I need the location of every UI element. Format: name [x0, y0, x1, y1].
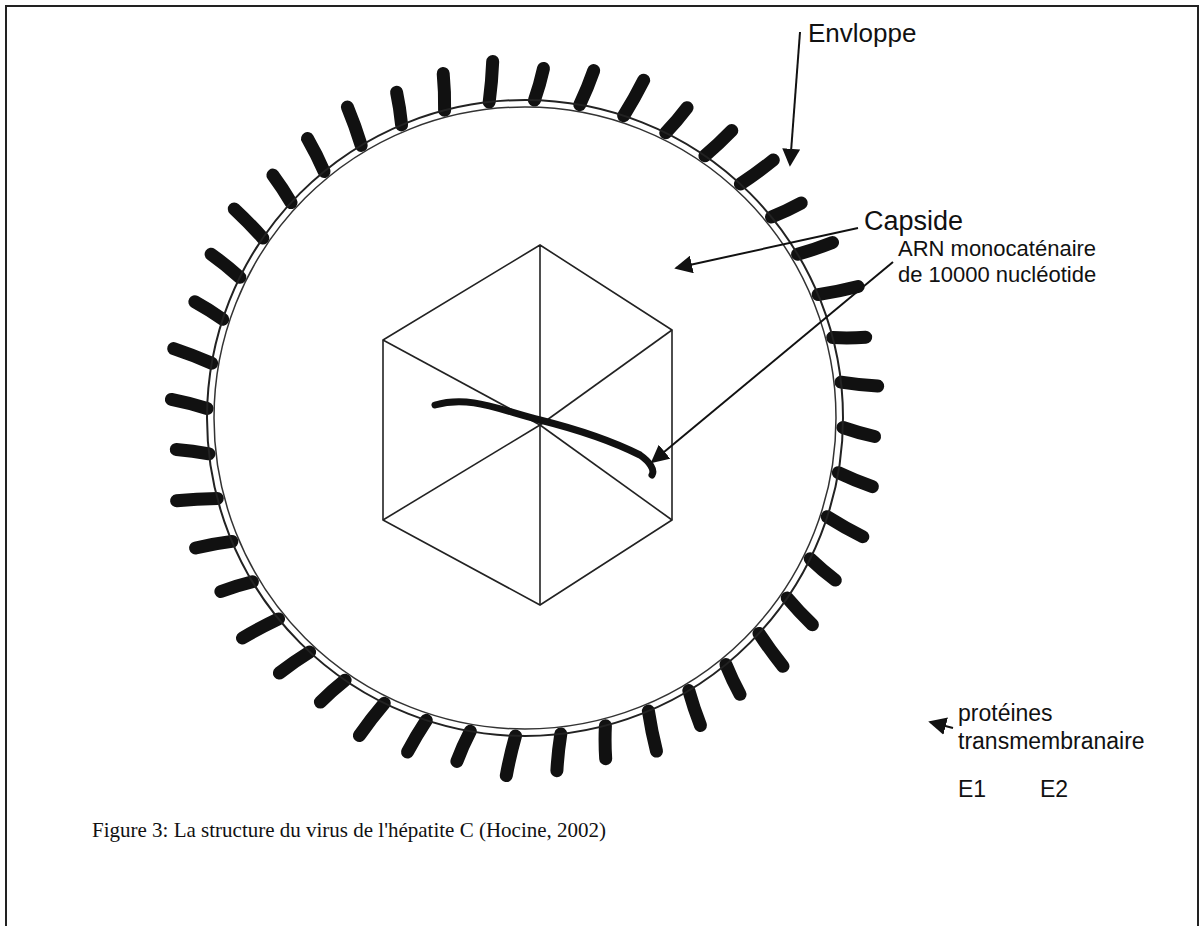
envelope-spike — [818, 287, 858, 295]
envelope-spike — [171, 399, 207, 408]
envelope-spike — [666, 108, 687, 133]
envelope-spike — [279, 652, 309, 673]
envelope-spike — [176, 449, 209, 453]
envelope-spike — [243, 619, 279, 638]
membrane-inner — [214, 107, 836, 729]
envelope-spike — [787, 598, 812, 625]
envelope-spike — [506, 736, 515, 776]
envelope-spike — [624, 80, 644, 116]
figure-caption: Figure 3: La structure du virus de l'hép… — [92, 818, 606, 843]
envelope-spike — [489, 61, 493, 102]
envelope-spike — [397, 92, 402, 125]
envelope-spike — [841, 382, 878, 386]
envelope-spike — [359, 703, 384, 735]
envelope-spike — [211, 254, 240, 277]
envelope-spike — [580, 71, 594, 105]
envelope-spikes — [171, 61, 877, 775]
envelope-spike — [827, 517, 863, 537]
envelope-spike — [221, 582, 253, 592]
envelope-spike — [810, 559, 835, 580]
envelope-spike — [843, 428, 875, 437]
membrane-outer — [207, 100, 843, 736]
protein-label: E2 — [1040, 776, 1068, 804]
part-label: Envloppe — [808, 18, 916, 49]
envelope-spike — [177, 498, 218, 500]
envelope-spike — [689, 691, 701, 726]
envelope-spike — [195, 302, 223, 320]
envelope-spike — [273, 175, 291, 203]
envelope-spike — [234, 209, 262, 238]
envelope-spike — [557, 734, 561, 771]
envelope-spike — [798, 243, 833, 255]
envelope-spike — [726, 665, 740, 695]
envelope-spike — [648, 711, 656, 751]
envelope-spike — [705, 131, 732, 156]
envelope-spike — [174, 349, 212, 364]
envelope-spike — [740, 160, 773, 184]
envelope-spike — [347, 107, 361, 145]
envelope-spike — [196, 541, 232, 548]
envelope-spike — [838, 473, 872, 487]
figure-frame — [5, 5, 1199, 926]
protein-label: E1 — [958, 776, 986, 804]
part-label: Capside — [864, 205, 963, 237]
part-label: protéines transmembranaire — [958, 700, 1178, 755]
envelope-spike — [443, 74, 444, 111]
envelope-spike — [599, 726, 613, 759]
envelope-spike — [308, 139, 325, 172]
envelope-spike — [457, 731, 470, 761]
leader-lines — [652, 32, 953, 728]
capsid-hexagon — [383, 245, 672, 605]
envelope-spike — [320, 680, 345, 702]
envelope-spike — [408, 720, 427, 752]
envelope-spike — [772, 203, 802, 217]
envelope-spike — [759, 633, 783, 666]
rna-strand — [435, 402, 653, 475]
part-label: ARN monocaténaire de 10000 nucléotide — [898, 236, 1123, 289]
envelope-spike — [833, 331, 866, 345]
envelope-spike — [535, 68, 544, 100]
